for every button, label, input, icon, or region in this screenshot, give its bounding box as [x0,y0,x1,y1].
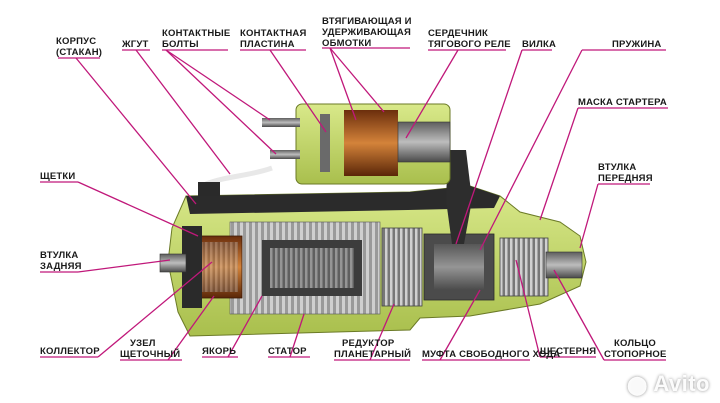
fork-shape [446,150,472,244]
label-korpus: КОРПУС [56,36,96,47]
leader-lines [40,47,668,361]
label-obmotki: ВТЯГИВАЮЩАЯ И [322,16,412,27]
label-zhgut: ЖГУТ [121,39,148,50]
contact-plate-shape [320,114,330,172]
pinion-shape [499,237,549,297]
plunger-shape [397,121,451,163]
label-mufta: МУФТА СВОБОДНОГО ХОДА [422,349,560,360]
label-kontakt-plastina: КОНТАКТНАЯ [240,28,307,39]
planetary-gear-shape [381,227,423,307]
front-shaft-shape [545,251,583,279]
label-uzel-sub: ЩЕТОЧНЫЙ [120,348,180,360]
label-uzel: УЗЕЛ [130,338,156,349]
label-vtulka-perednyaya-sub: ПЕРЕДНЯЯ [598,173,653,184]
label-vilka: ВИЛКА [522,39,556,50]
wire-harness-shape [205,165,273,187]
label-stator: СТАТОР [268,346,307,357]
label-reduktor-sub: ПЛАНЕТАРНЫЙ [334,348,411,360]
label-vtulka-zadnyaya-sub: ЗАДНЯЯ [40,261,82,272]
watermark-text: Avito [653,371,710,396]
solenoid-windings [344,110,398,176]
label-kontakt-bolty: КОНТАКТНЫЕ [162,28,230,39]
label-serdechnik: СЕРДЕЧНИК [428,28,488,39]
contact-bolt-bottom [270,150,300,159]
label-shesternya: ШЕСТЕРНЯ [540,346,596,357]
watermark-logo: ⬤ Avito [627,371,710,397]
contact-bolt-top [262,118,300,127]
label-serdechnik-sub: ТЯГОВОГО РЕЛЕ [428,39,511,50]
housing-top-band [186,186,500,214]
labels: КОРПУС (СТАКАН) ЖГУТ КОНТАКТНЫЕ БОЛТЫ КО… [40,16,667,360]
label-yakor: ЯКОРЬ [202,346,236,357]
label-koltso-sub: СТОПОРНОЕ [604,349,667,360]
brush-holder-shape [182,226,202,308]
starter-illustration [159,103,587,337]
label-vtulka-zadnyaya: ВТУЛКА [40,250,78,261]
label-kollektor: КОЛЛЕКТОР [40,346,100,357]
label-koltso: КОЛЬЦО [614,338,656,349]
label-shchetki: ЩЕТКИ [40,171,75,182]
label-kontakt-plastina-sub: ПЛАСТИНА [240,39,295,50]
watermark-icon: ⬤ [627,375,654,395]
label-obmotki-3: ОБМОТКИ [322,38,371,49]
label-reduktor: РЕДУКТОР [342,338,395,349]
label-korpus-sub: (СТАКАН) [56,47,102,58]
label-pruzhina: ПРУЖИНА [612,39,662,50]
label-maska: МАСКА СТАРТЕРА [578,97,667,108]
label-obmotki-2: УДЕРЖИВАЮЩАЯ [322,27,411,38]
label-vtulka-perednyaya: ВТУЛКА [598,162,636,173]
label-kontakt-bolty-sub: БОЛТЫ [162,39,199,50]
rear-shaft-shape [159,253,187,273]
